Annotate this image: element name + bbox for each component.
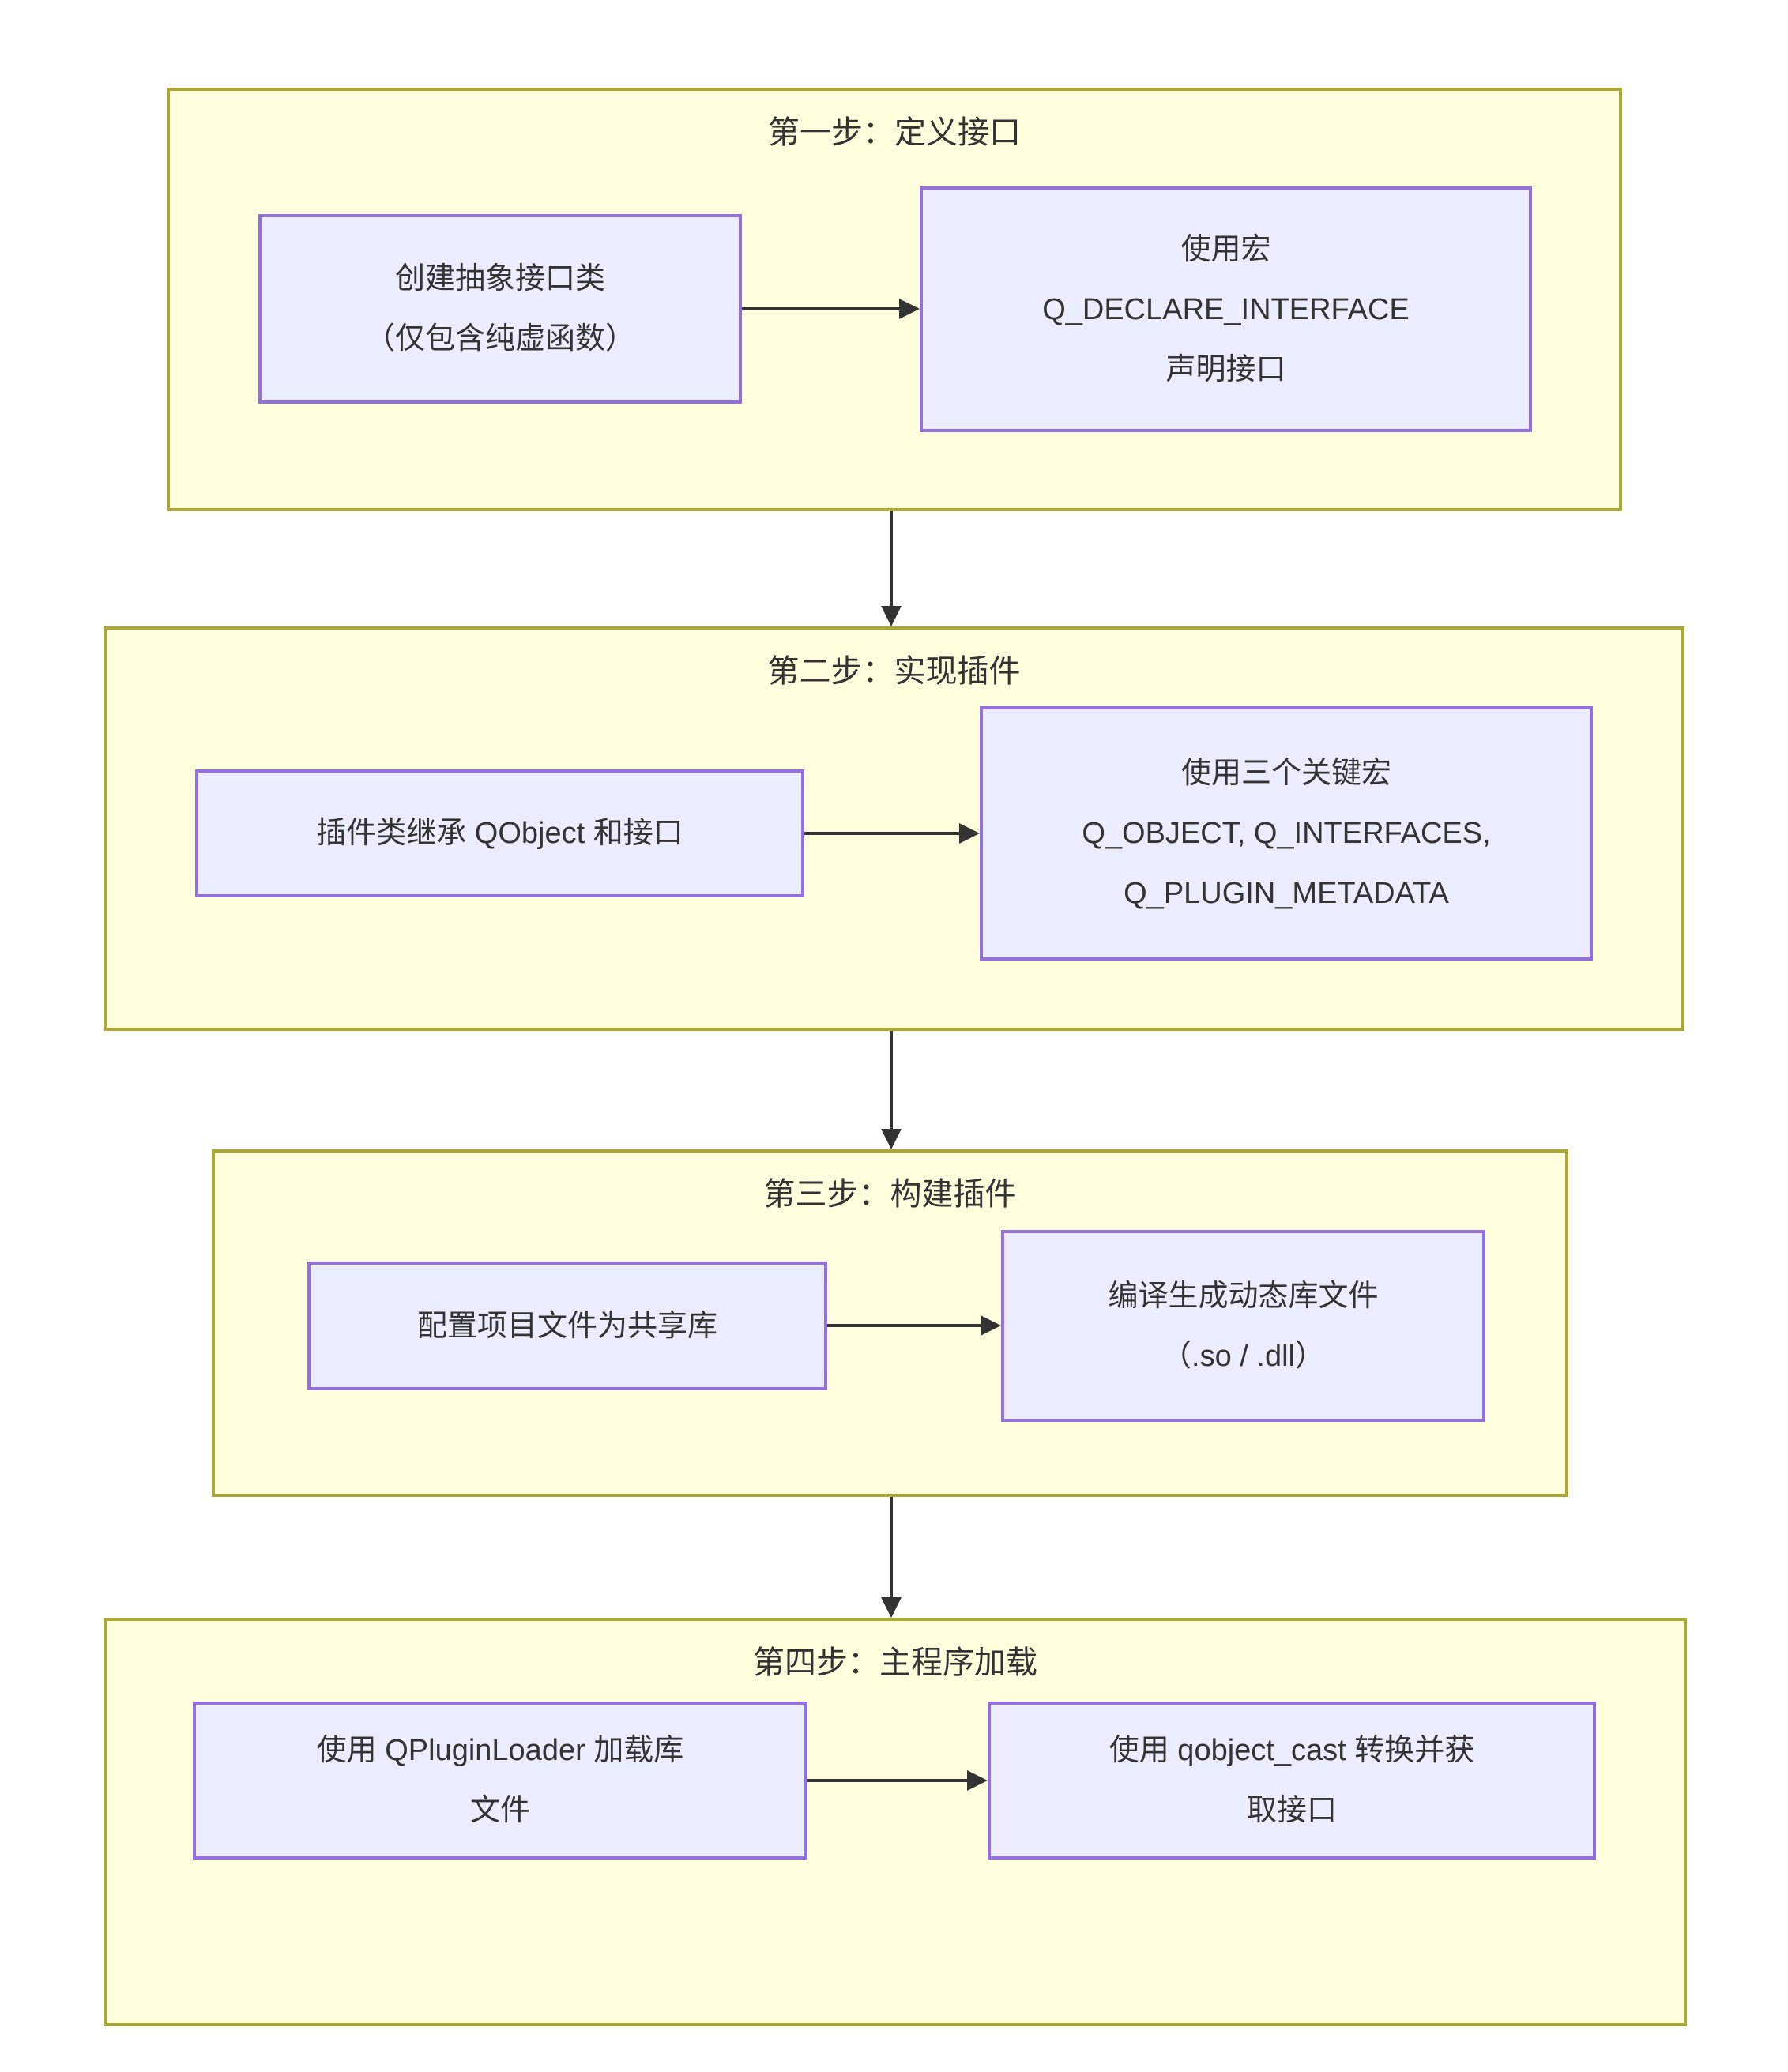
node-text-line: Q_PLUGIN_METADATA bbox=[1124, 877, 1449, 910]
arrowhead-down-icon bbox=[881, 1129, 902, 1149]
node-inherit-qobject-and-interface: 插件类继承 QObject 和接口 bbox=[195, 769, 804, 897]
node-text-line: 使用宏 bbox=[1180, 232, 1271, 266]
node-text-line: Q_OBJECT, Q_INTERFACES, bbox=[1082, 817, 1491, 850]
node-text-line: 取接口 bbox=[1246, 1794, 1337, 1827]
node-create-abstract-interface-class: 创建抽象接口类 （仅包含纯虚函数） bbox=[258, 214, 742, 404]
node-text-line: 声明接口 bbox=[1165, 352, 1286, 386]
node-text-line: 配置项目文件为共享库 bbox=[416, 1309, 717, 1343]
section-step3-build-plugin: 第三步：构建插件 配置项目文件为共享库 编译生成动态库文件 （.so / .dl… bbox=[212, 1149, 1568, 1497]
arrow-shaft bbox=[827, 1324, 982, 1327]
node-configure-project-shared-library: 配置项目文件为共享库 bbox=[307, 1262, 827, 1390]
arrowhead-down-icon bbox=[881, 1597, 902, 1618]
node-text-line: 使用 QPluginLoader 加载库 bbox=[316, 1734, 684, 1767]
node-declare-interface-macro: 使用宏 Q_DECLARE_INTERFACE 声明接口 bbox=[920, 186, 1532, 432]
node-text-line: 插件类继承 QObject 和接口 bbox=[316, 817, 683, 850]
section-step3-title: 第三步：构建插件 bbox=[763, 1177, 1017, 1212]
arrowhead-right-icon bbox=[959, 823, 980, 844]
arrowhead-right-icon bbox=[967, 1770, 988, 1791]
node-three-key-macros: 使用三个关键宏 Q_OBJECT, Q_INTERFACES, Q_PLUGIN… bbox=[980, 706, 1593, 961]
section-step1-define-interface: 第一步：定义接口 创建抽象接口类 （仅包含纯虚函数） 使用宏 Q_DECLARE… bbox=[167, 88, 1622, 511]
section-step4-main-program-load: 第四步：主程序加载 使用 QPluginLoader 加载库 文件 使用 qob… bbox=[104, 1618, 1687, 2026]
node-text-line: 编译生成动态库文件 bbox=[1108, 1279, 1379, 1313]
node-text-line: 文件 bbox=[469, 1794, 530, 1827]
node-qpluginloader-load-library: 使用 QPluginLoader 加载库 文件 bbox=[193, 1702, 807, 1860]
section-step2-title: 第二步：实现插件 bbox=[767, 654, 1021, 689]
arrow-shaft bbox=[890, 1497, 893, 1600]
node-qobject-cast-get-interface: 使用 qobject_cast 转换并获 取接口 bbox=[988, 1702, 1596, 1860]
arrow-shaft bbox=[742, 307, 901, 310]
arrowhead-right-icon bbox=[981, 1315, 1001, 1336]
node-text-line: （仅包含纯虚函数） bbox=[364, 322, 635, 355]
node-text-line: 使用三个关键宏 bbox=[1180, 757, 1391, 790]
arrow-shaft bbox=[804, 832, 961, 835]
arrow-shaft bbox=[890, 511, 893, 609]
node-text-line: 使用 qobject_cast 转换并获 bbox=[1109, 1734, 1475, 1767]
arrow-shaft bbox=[807, 1779, 969, 1782]
arrowhead-down-icon bbox=[881, 606, 902, 626]
node-text-line: （.so / .dll） bbox=[1161, 1339, 1325, 1373]
arrow-shaft bbox=[890, 1031, 893, 1132]
node-text-line: 创建抽象接口类 bbox=[394, 262, 605, 295]
section-step2-implement-plugin: 第二步：实现插件 插件类继承 QObject 和接口 使用三个关键宏 Q_OBJ… bbox=[104, 626, 1684, 1031]
node-compile-dynamic-library: 编译生成动态库文件 （.so / .dll） bbox=[1001, 1230, 1485, 1422]
section-step4-title: 第四步：主程序加载 bbox=[753, 1645, 1037, 1680]
arrowhead-right-icon bbox=[899, 299, 920, 319]
section-step1-title: 第一步：定义接口 bbox=[768, 115, 1021, 150]
node-text-line: Q_DECLARE_INTERFACE bbox=[1042, 292, 1410, 326]
